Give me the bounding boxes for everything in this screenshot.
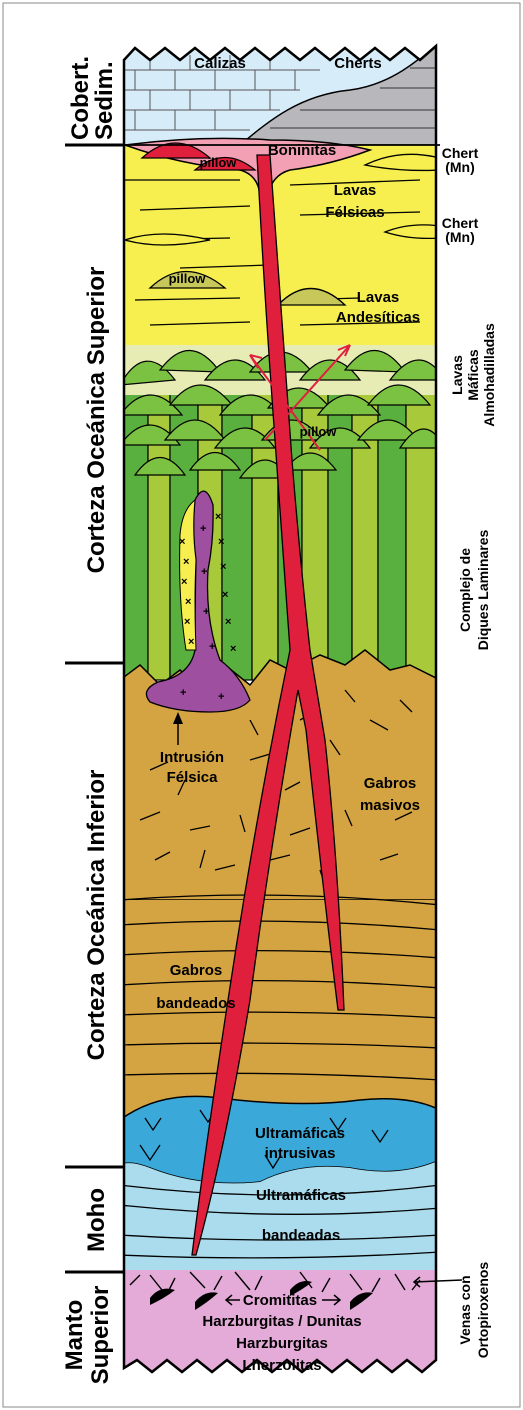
label-lavas-maficas-3: Almohadilladas: [481, 323, 497, 427]
label-complejo-diques-2: Diques Laminares: [475, 529, 491, 650]
svg-text:+: +: [218, 691, 224, 703]
label-lavas-felsicas-2: Félsicas: [325, 204, 384, 221]
svg-text:×: ×: [220, 561, 226, 573]
zone-label-cobertera-1: Cobert.: [67, 56, 94, 140]
zone-label-corteza-superior: Corteza Oceánica Superior: [83, 267, 110, 574]
label-intrusion-felsica-2: Félsica: [167, 769, 219, 786]
svg-text:×: ×: [230, 643, 236, 655]
label-calizas: Calizas: [194, 55, 246, 72]
svg-text:+: +: [209, 641, 215, 653]
zone-label-moho: Moho: [83, 1188, 110, 1252]
zone-label-cobertera-2: Sedim.: [91, 61, 118, 140]
svg-text:×: ×: [184, 616, 190, 628]
label-chert-mn-1b: (Mn): [445, 159, 475, 175]
label-pillow-lavas: pillow: [169, 271, 207, 286]
label-venas-1: Venas con: [457, 1275, 473, 1344]
label-lavas-felsicas-1: Lavas: [334, 182, 377, 199]
label-harzburgitas: Harzburgitas: [236, 1335, 328, 1352]
label-ultramaficas-intrusivas-2: intrusivas: [265, 1145, 336, 1162]
svg-text:+: +: [203, 606, 209, 618]
label-ultramaficas-intrusivas-1: Ultramáficas: [255, 1125, 345, 1142]
label-lavas-andesiticas-1: Lavas: [357, 289, 400, 306]
label-ultramaficas-bandeadas-2: bandeadas: [262, 1227, 340, 1244]
label-lherzolitas: Lherzolitas: [242, 1357, 321, 1374]
svg-text:×: ×: [181, 576, 187, 588]
zone-label-manto-2: Superior: [87, 1286, 114, 1385]
label-gabros-masivos-2: masivos: [360, 797, 420, 814]
label-boninitas: Boninitas: [268, 142, 336, 159]
label-gabros-masivos-1: Gabros: [364, 775, 417, 792]
label-venas-2: Ortopiroxenos: [475, 1262, 491, 1359]
svg-text:×: ×: [215, 511, 221, 523]
svg-text:+: +: [201, 566, 207, 578]
label-intrusion-felsica-1: Intrusión: [160, 749, 224, 766]
label-ultramaficas-bandeadas-1: Ultramáficas: [256, 1187, 346, 1204]
label-cherts: Cherts: [334, 55, 382, 72]
svg-text:×: ×: [218, 536, 224, 548]
svg-text:×: ×: [185, 596, 191, 608]
label-lavas-andesiticas-2: Andesíticas: [336, 309, 420, 326]
zone-label-manto-1: Manto: [61, 1300, 88, 1371]
ultramaficas-bandeadas-layer: [120, 1160, 440, 1270]
column-layers: × × × × × × × × × × × × + + + + + +: [120, 40, 445, 1380]
svg-text:×: ×: [183, 556, 189, 568]
svg-text:+: +: [180, 687, 186, 699]
label-gabros-bandeados-2: bandeados: [156, 995, 235, 1012]
label-chert-mn-2b: (Mn): [445, 229, 475, 245]
label-pillow-boninite: pillow: [200, 155, 238, 170]
zone-label-corteza-inferior: Corteza Oceánica Inferior: [83, 770, 110, 1061]
label-lavas-maficas-2: Máficas: [465, 349, 481, 401]
label-complejo-diques-1: Complejo de: [457, 548, 473, 632]
svg-text:×: ×: [179, 536, 185, 548]
label-gabros-bandeados-1: Gabros: [170, 962, 223, 979]
svg-text:+: +: [200, 523, 206, 535]
svg-text:×: ×: [188, 636, 194, 648]
label-cromititas: Cromititas: [243, 1292, 317, 1309]
svg-text:×: ×: [222, 589, 228, 601]
svg-text:×: ×: [225, 616, 231, 628]
label-lavas-maficas-1: Lavas: [449, 355, 465, 395]
label-harzburgitas-dunitas: Harzburgitas / Dunitas: [202, 1313, 361, 1330]
label-pillow-basalts: pillow: [300, 424, 338, 439]
